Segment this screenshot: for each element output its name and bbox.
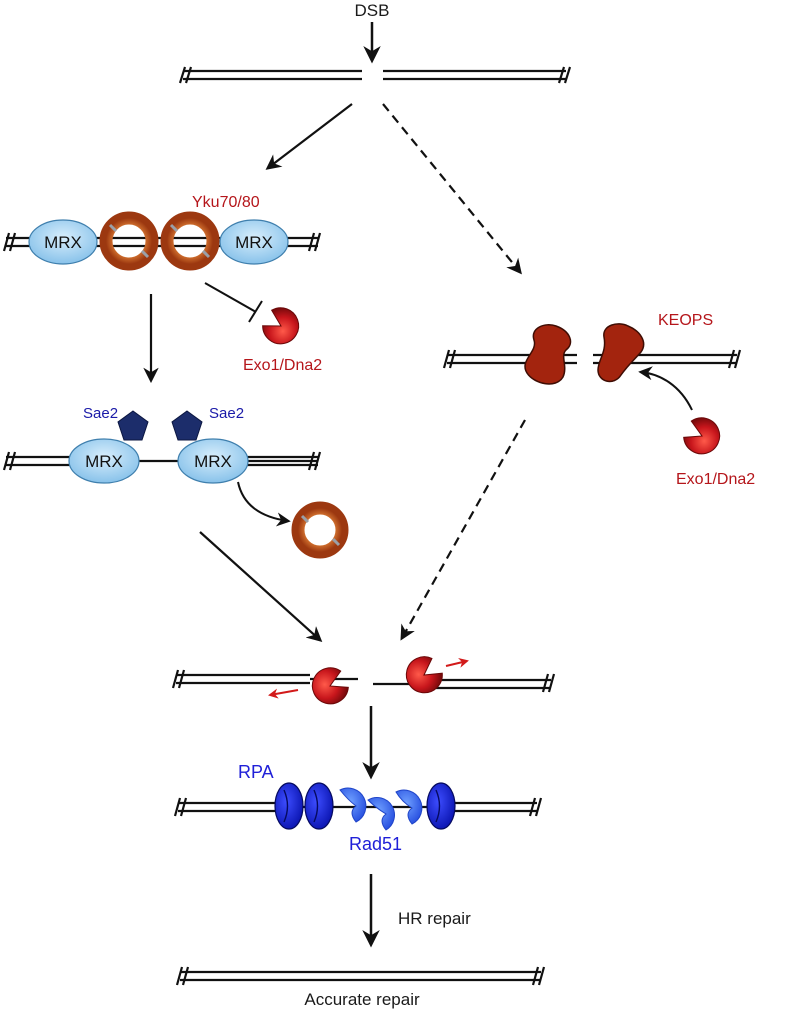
- yku-release-arrow: [237, 481, 291, 527]
- mrx-label: MRX: [194, 452, 232, 471]
- left-branch-arrow: [265, 103, 353, 170]
- resection-direction-right: [445, 657, 469, 668]
- sae2-right: [171, 410, 203, 441]
- mrx-label: MRX: [85, 452, 123, 471]
- rad51-filament: [339, 787, 423, 831]
- rpa-label: RPA: [238, 762, 274, 782]
- accurate-repair-label: Accurate repair: [304, 990, 420, 1009]
- exo1-dna2-label-left: Exo1/Dna2: [243, 357, 322, 374]
- yku-ring-left: [99, 211, 159, 271]
- keops-right: [597, 323, 645, 383]
- sae2-label-left: Sae2: [83, 405, 118, 422]
- mrx-complex-right: MRX: [177, 438, 249, 484]
- keops-left: [524, 324, 572, 385]
- dna-resection: [171, 669, 556, 693]
- left-converge-arrow: [199, 531, 323, 643]
- mrx-label: MRX: [235, 233, 273, 252]
- inhibition-line: [204, 282, 263, 323]
- rpa-right-cluster: [426, 782, 456, 830]
- dna-sae2-mrx: [2, 451, 322, 471]
- exo1-dna2-right: [679, 412, 727, 461]
- mrx-complex-left: MRX: [68, 438, 140, 484]
- mrx-label: MRX: [44, 233, 82, 252]
- rad51-label: Rad51: [349, 834, 402, 854]
- mrx-complex-right: MRX: [219, 219, 289, 265]
- yku-ring-right: [160, 211, 220, 271]
- dna-repaired: [175, 966, 546, 986]
- yku-label: Yku70/80: [192, 194, 260, 211]
- exo1-left-resecting: [305, 662, 353, 711]
- dna-broken-top: [178, 66, 572, 84]
- right-branch-dashed-arrow: [382, 103, 522, 275]
- rpa-left-cluster: [274, 782, 334, 830]
- exo1-dna2-label-right: Exo1/Dna2: [676, 471, 755, 488]
- dsb-label: DSB: [355, 1, 390, 20]
- sae2-label-right: Sae2: [209, 405, 244, 422]
- right-converge-dashed-arrow: [400, 419, 526, 641]
- dna-keops: [442, 349, 742, 369]
- sae2-left: [117, 410, 149, 441]
- hr-repair-label: HR repair: [398, 909, 471, 928]
- keops-label: KEOPS: [658, 312, 713, 329]
- exo1-right-resecting: [398, 650, 448, 701]
- exo-recruit-arrow: [638, 366, 693, 411]
- resection-direction-left: [268, 688, 299, 699]
- mrx-complex-left: MRX: [28, 219, 98, 265]
- yku-ring-released: [291, 501, 349, 559]
- exo1-dna2-inhibited: [257, 301, 306, 351]
